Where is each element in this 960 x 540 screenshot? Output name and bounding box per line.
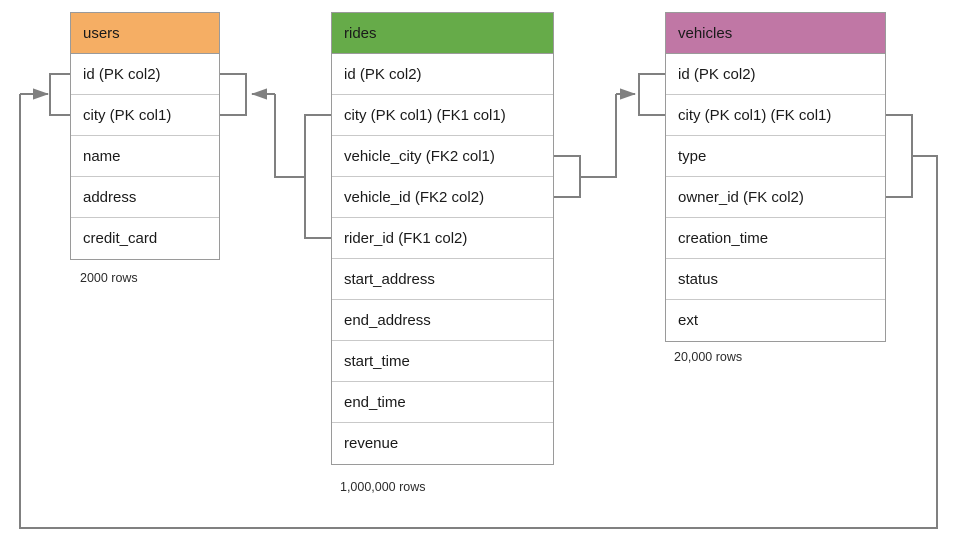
table-rides-column-start-address[interactable]: start_address (332, 259, 553, 300)
table-users-column-id[interactable]: id (PK col2) (71, 54, 219, 95)
table-vehicles[interactable]: vehicles id (PK col2) city (PK col1) (FK… (665, 12, 886, 342)
table-rides-column-end-time[interactable]: end_time (332, 382, 553, 423)
table-rides-column-vehicle-id[interactable]: vehicle_id (FK2 col2) (332, 177, 553, 218)
table-users-column-credit-card[interactable]: credit_card (83, 230, 158, 247)
table-vehicles-column-status[interactable]: status (666, 259, 885, 300)
table-rides-row-count: 1,000,000 rows (340, 480, 426, 494)
table-users[interactable]: users id (PK col2) city (PK col1) name a… (70, 12, 220, 260)
wire-users-left-bracket (49, 73, 70, 116)
table-vehicles-row-count: 20,000 rows (674, 350, 743, 364)
table-vehicles-column-owner-id[interactable]: owner_id (FK col2) (666, 177, 885, 218)
wire-users-target-bracket (220, 73, 247, 116)
table-users-row-count: 2000 rows (80, 271, 138, 285)
wire-rides-fk2-bracket (554, 155, 581, 198)
table-rides-column-id[interactable]: id (PK col2) (332, 54, 553, 95)
table-users-column-city[interactable]: city (PK col1) (71, 95, 219, 136)
table-rides-column-rider-id[interactable]: rider_id (FK1 col2) (332, 218, 553, 259)
table-rides-header: rides (332, 13, 553, 54)
wire-rides-fk1-bracket (304, 114, 331, 239)
table-rides-column-end-address[interactable]: end_address (332, 300, 553, 341)
table-users-column-name[interactable]: name (71, 136, 219, 177)
wire-vehicles-target-bracket (638, 73, 665, 116)
table-vehicles-column-type[interactable]: type (666, 136, 885, 177)
table-users-header: users (71, 13, 219, 54)
table-rides-column-city[interactable]: city (PK col1) (FK1 col1) (332, 95, 553, 136)
table-vehicles-column-ext[interactable]: ext (678, 312, 699, 329)
wire-rides-fk2-stem (580, 94, 617, 178)
table-vehicles-column-id[interactable]: id (PK col2) (666, 54, 885, 95)
wire-vehicles-fk-bracket (886, 114, 913, 198)
table-rides-column-start-time[interactable]: start_time (332, 341, 553, 382)
table-users-column-address[interactable]: address (71, 177, 219, 218)
table-rides[interactable]: rides id (PK col2) city (PK col1) (FK1 c… (331, 12, 554, 465)
table-vehicles-column-creation-time[interactable]: creation_time (666, 218, 885, 259)
table-vehicles-header: vehicles (666, 13, 885, 54)
table-rides-column-vehicle-city[interactable]: vehicle_city (FK2 col1) (332, 136, 553, 177)
table-rides-column-revenue[interactable]: revenue (344, 435, 399, 452)
wire-rides-fk1-stem (274, 94, 305, 178)
table-vehicles-column-city[interactable]: city (PK col1) (FK col1) (666, 95, 885, 136)
